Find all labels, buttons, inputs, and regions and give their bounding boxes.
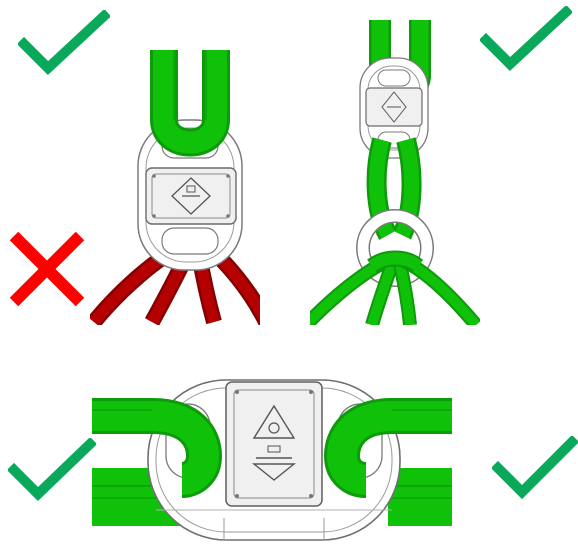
- cross-mark-icon: [6, 228, 88, 310]
- incorrect-link-illustration: [90, 50, 260, 325]
- load-plate: [146, 168, 236, 224]
- green-sling-top: [164, 50, 216, 143]
- load-plate: [226, 382, 322, 506]
- correct-link-horizontal-illustration: [92, 368, 452, 544]
- correct-link-ring-illustration: [310, 20, 480, 325]
- check-mark-icon: [492, 436, 578, 502]
- connector-link: [360, 58, 428, 158]
- green-sling-legs: [310, 259, 476, 326]
- check-mark-icon: [8, 438, 96, 504]
- check-mark-icon: [480, 6, 572, 74]
